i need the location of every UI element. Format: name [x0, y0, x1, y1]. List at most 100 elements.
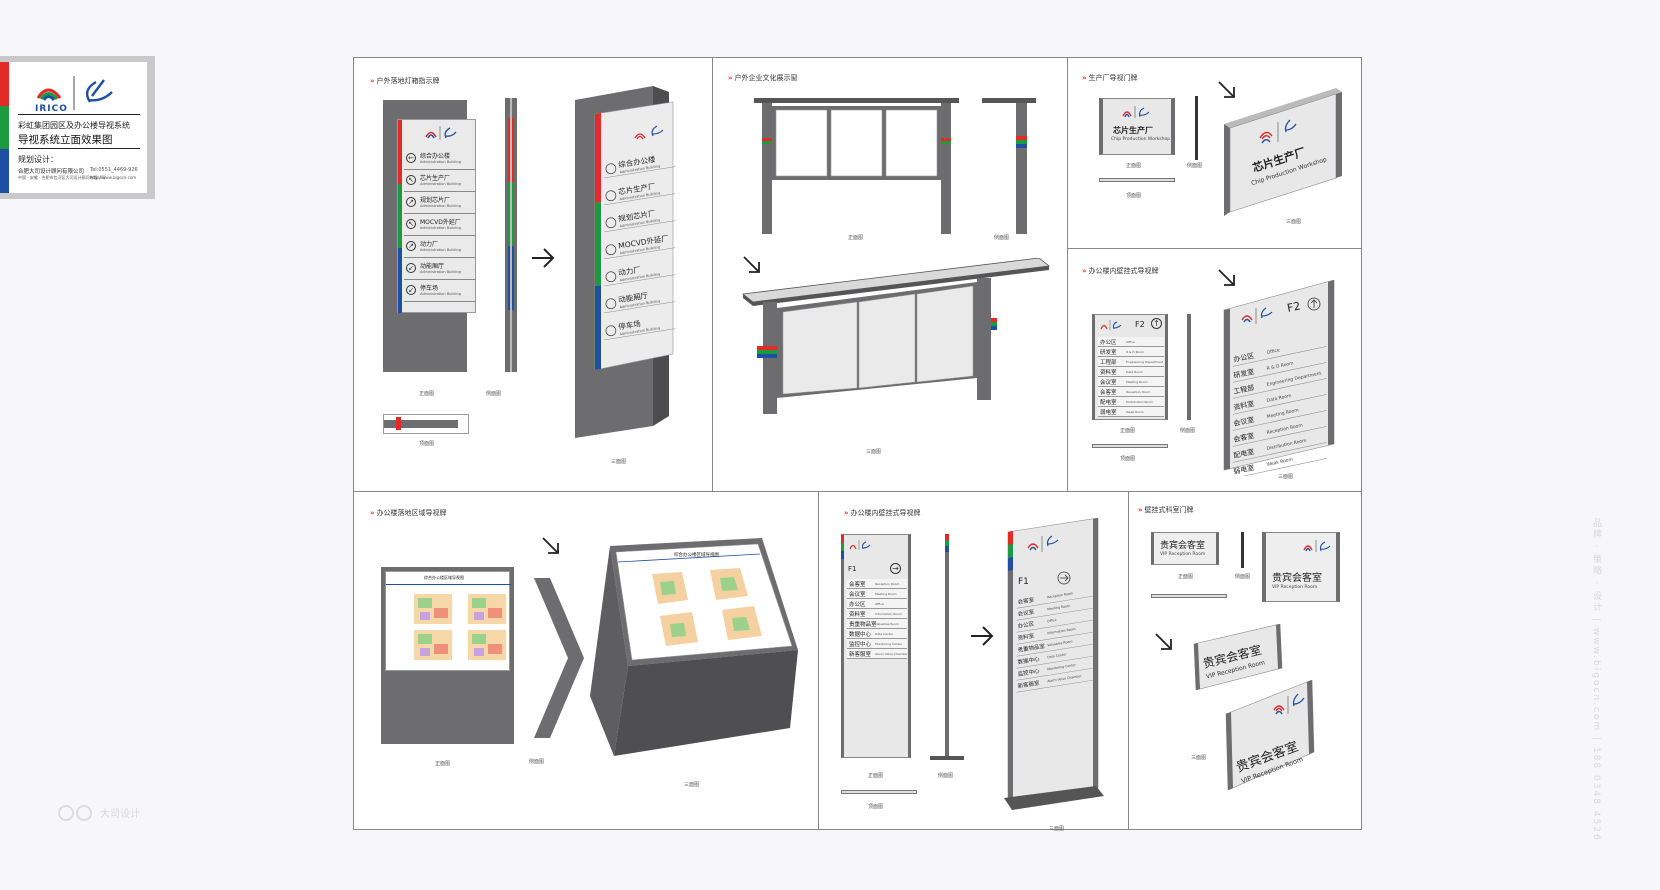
caption-front: 正面图 — [848, 235, 864, 241]
door-plate-variant: 贵宾会客室 VIP Reception Room — [1262, 532, 1340, 602]
room-name: 办公区 — [1017, 619, 1035, 630]
caption-3d: 三面图 — [1278, 474, 1294, 480]
room-name-en: Reception Room — [1047, 591, 1073, 599]
map-title: 综合办公楼区域导视图 — [424, 575, 464, 580]
logo-text: IRICO — [35, 104, 68, 114]
room-name-en: Valuables Room — [1047, 639, 1073, 647]
direction-label-en: Administration Building — [619, 164, 660, 174]
direction-label: 芯片生产厂 — [420, 175, 451, 182]
area-sign-front-screen: 综合办公楼区域导视图 — [385, 571, 511, 671]
room-name: 贵重物品室 — [849, 622, 877, 628]
room-name: 研发室 — [1233, 367, 1255, 380]
direction-label-en: Administration Building — [619, 299, 660, 309]
room-name-en: Valuables Room — [875, 622, 899, 626]
company-web: http://www.bigocn.com — [90, 175, 137, 180]
vertical-watermark: 品牌 · 策略 · 设计 | www.bigocn.com | 188 0348… — [1591, 518, 1601, 842]
brand-watermark: 大司设计 — [56, 797, 146, 829]
wall-sign-f1-top — [841, 790, 917, 794]
direction-label-en: Administration Building — [420, 160, 461, 164]
room-name: 会客室 — [1233, 431, 1255, 444]
irico-logo-icon — [425, 126, 457, 140]
room-name-en: Data Center — [1047, 652, 1067, 659]
lightbox-side-body — [505, 98, 517, 372]
direction-label: 停车场 — [420, 285, 439, 292]
room-row: 办公区 Office — [847, 599, 907, 609]
color-strip — [0, 62, 9, 193]
arrow-down-right-icon — [542, 537, 559, 554]
title-line1: 彩虹集团园区及办公楼导视系统 — [18, 121, 130, 130]
direction-label: 动能厢厅 — [420, 263, 445, 270]
floor-label: F2 — [1135, 320, 1145, 329]
workshop-sign-side — [1195, 96, 1198, 160]
caption-front: 正面图 — [419, 391, 435, 397]
room-name-en: Distribution Room — [1126, 400, 1153, 404]
door-plate-side — [1241, 532, 1244, 568]
room-name: 办公区 — [1100, 340, 1117, 346]
caption-3d: 三面图 — [866, 449, 882, 455]
room-name-en: Office — [875, 602, 884, 606]
room-name: 监控中心 — [1017, 667, 1040, 678]
caption-side: 侧面图 — [938, 773, 954, 779]
room-name: 配电室 — [1100, 400, 1117, 406]
workshop-sign-3d: 芯片生产厂 Chip Production Workshop — [1224, 88, 1342, 216]
workshop-name-cn: 芯片生产厂 — [1113, 126, 1153, 135]
caption-side: 侧面图 — [1235, 574, 1251, 580]
direction-label-en: Administration Building — [420, 204, 461, 208]
room-name: 资料室 — [1017, 631, 1035, 642]
arrow-down-right-icon — [1218, 81, 1235, 98]
floor-label: F1 — [848, 565, 857, 573]
room-name: 办公区 — [849, 602, 866, 608]
company-tel: Tel:0551_4469-926 — [90, 167, 138, 173]
direction-arrow-icon — [605, 298, 617, 310]
room-name-en: Weak Room — [1126, 410, 1144, 414]
map-title: 综合办公楼区域导视图 — [674, 551, 719, 558]
workshop-name-en: Chip Production Workshop — [1111, 137, 1171, 142]
room-name: 新客服室 — [849, 652, 872, 658]
panel-title-outdoor-lightbox: »户外落地灯箱指示牌 — [370, 77, 440, 85]
irico-logo-icon — [1303, 540, 1331, 552]
room-name-en: Alarm Valve Chamber — [875, 652, 908, 656]
direction-label: 动力厂 — [618, 264, 642, 277]
room-name-en: Engineering Department — [1126, 360, 1164, 364]
col-divider — [1128, 491, 1129, 829]
direction-arrow-icon — [605, 244, 617, 256]
room-name: 数据中心 — [849, 632, 872, 638]
col-divider — [1067, 58, 1068, 491]
floor-map — [468, 630, 506, 660]
direction-label-en: Administration Building — [420, 248, 461, 252]
caption-front: 正面图 — [435, 761, 451, 767]
floor-label: F1 — [1018, 577, 1029, 587]
direction-label: 动力厂 — [420, 241, 439, 248]
door-plate-front: 贵宾会客室 VIP Reception Room — [1151, 532, 1219, 565]
direction-label-en: Administration Building — [619, 326, 660, 336]
direction-arrow-icon: ↖ — [406, 175, 416, 185]
door-plate-3d-large: 贵宾会客室 VIP Reception Room — [1225, 680, 1315, 791]
direction-arrow-icon: ↙ — [406, 285, 416, 295]
arrow-right-icon — [1057, 571, 1071, 585]
direction-label-en: Administration Building — [619, 245, 660, 255]
room-row: 配电室 Distribution Room — [1098, 397, 1164, 407]
title-line3: 规划设计： — [18, 155, 58, 164]
room-name-en: Reception Room — [1126, 390, 1151, 394]
lightbox-top-view — [383, 414, 469, 434]
irico-logo-icon — [849, 540, 871, 550]
